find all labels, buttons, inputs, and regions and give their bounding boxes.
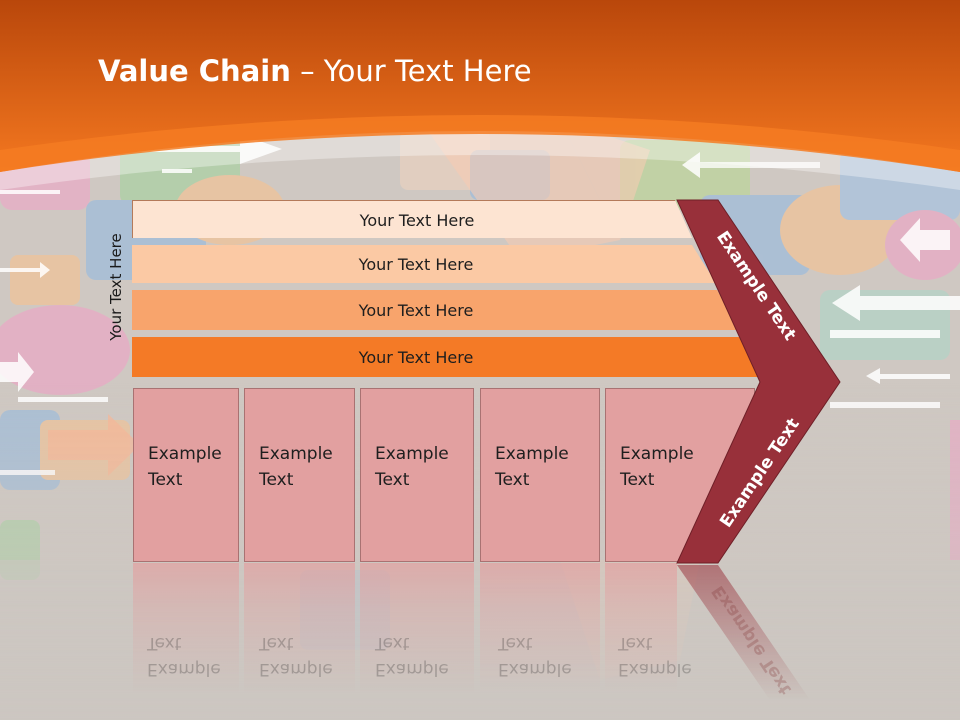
bar-label: Your Text Here [358,347,474,367]
bar-label: Your Text Here [358,254,474,274]
box-line-2: Text [375,470,410,490]
bar-label: Your Text Here [358,300,474,320]
page-title: Value Chain – Your Text Here [98,54,532,88]
box-reflection [360,563,474,693]
box-line-1: Example [620,444,694,464]
chevron-shape [676,199,841,564]
box-reflection [133,563,239,693]
title-rest: – Your Text Here [290,54,532,88]
activity-box-2: Example Text [244,388,355,562]
chevron-reflection [677,565,810,700]
box-line-1: Example [495,444,569,464]
box-line-1: Example [148,444,222,464]
title-bold: Value Chain [98,54,291,88]
box-line-1: Example [375,444,449,464]
box-reflection [605,563,677,693]
activity-box-1: Example Text [133,388,239,562]
value-chain-bar-4: Your Text Here [132,337,762,377]
value-chain-bar-2: Your Text Here [132,245,716,283]
box-line-2: Text [495,470,530,490]
activity-box-3: Example Text [360,388,474,562]
value-chain-bar-1: Your Text Here [132,200,692,238]
box-line-2: Text [259,470,294,490]
box-line-1: Example [259,444,333,464]
box-line-2: Text [620,470,655,490]
value-chain-bar-3: Your Text Here [132,290,740,330]
box-reflection [480,563,600,693]
box-line-2: Text [148,470,183,490]
activity-box-4: Example Text [480,388,600,562]
bar-label: Your Text Here [359,210,475,230]
box-reflection [244,563,355,693]
